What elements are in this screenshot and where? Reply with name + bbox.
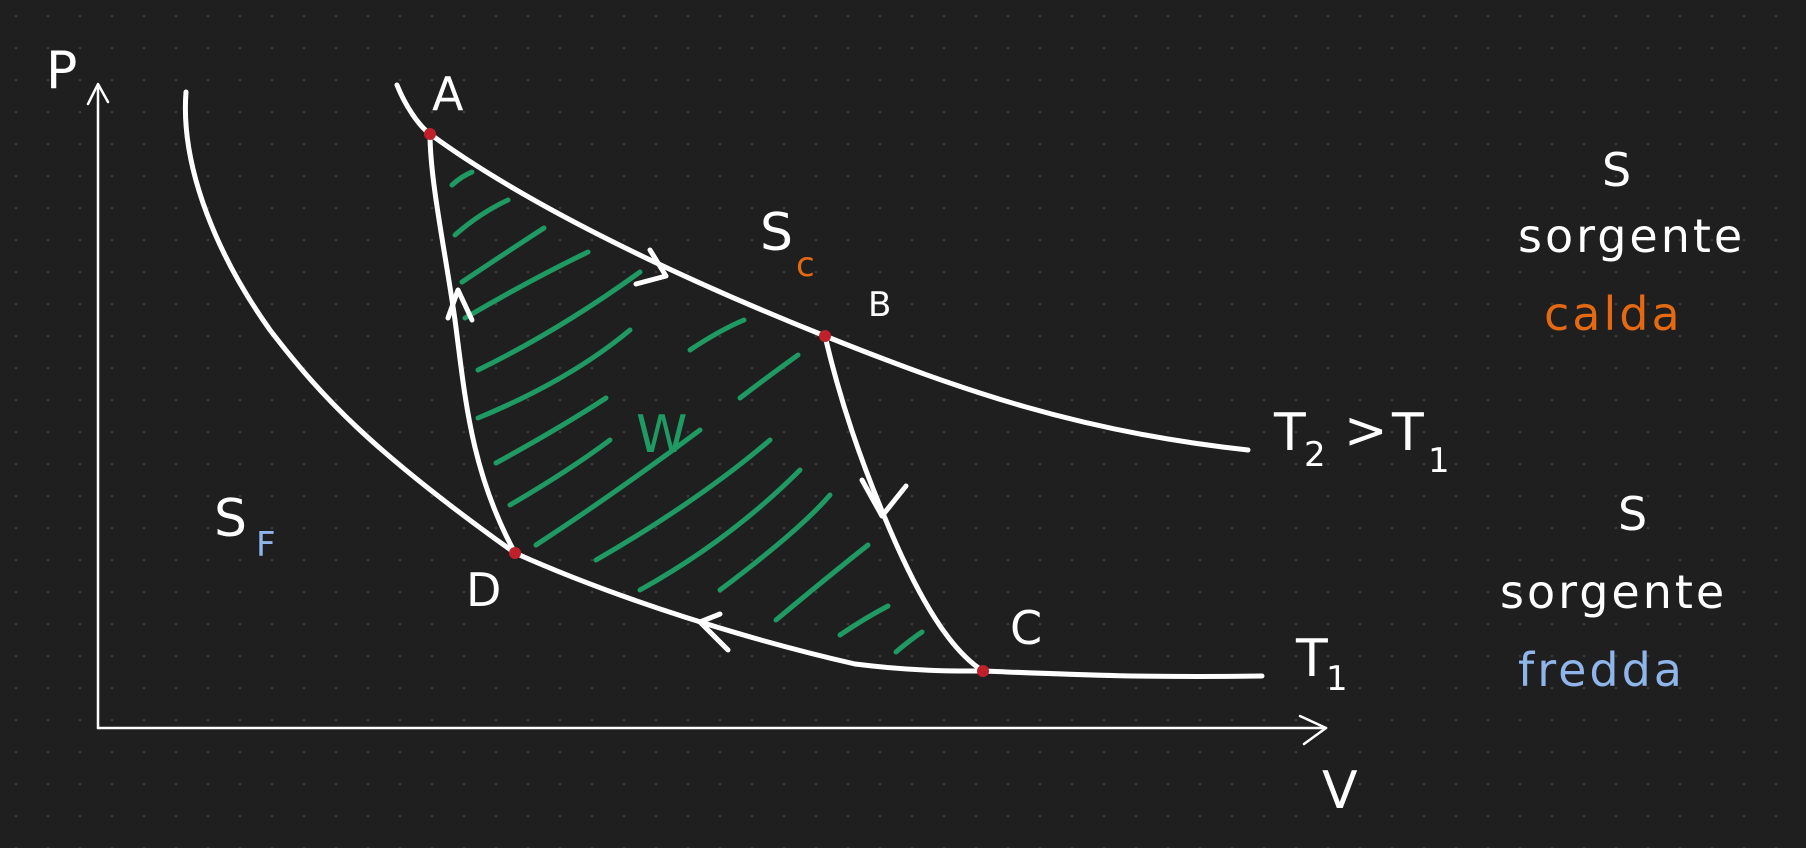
arrow-b-to-c xyxy=(859,477,909,519)
cold-isotherm-label: T 1 xyxy=(1295,629,1348,699)
axes xyxy=(86,82,1328,746)
hatch-stroke xyxy=(637,467,803,593)
legend-cold-source: S sorgente fredda xyxy=(1500,487,1727,697)
adiabat-da xyxy=(427,131,518,556)
work-area-hatch xyxy=(449,169,925,655)
hatch-stroke xyxy=(717,492,833,593)
state-points xyxy=(424,128,989,677)
hot-isotherm-T1: T xyxy=(1391,403,1424,463)
hatch-stroke xyxy=(737,352,801,401)
point-b-label: B xyxy=(868,285,891,325)
arrow-c-to-d xyxy=(697,611,731,653)
cold-isotherm-T-sub: 1 xyxy=(1326,659,1348,699)
cold-source-region-sub: F xyxy=(256,525,276,565)
hatch-stroke xyxy=(475,327,633,421)
hot-isotherm-T1-sub: 1 xyxy=(1428,441,1450,481)
hot-source-region-S: S xyxy=(760,203,793,263)
point-d-dot xyxy=(509,547,521,559)
y-axis-label: P xyxy=(46,41,77,101)
legend-hot-source: S sorgente calda xyxy=(1518,143,1745,341)
hot-isotherm-label: T 2 > T 1 xyxy=(1273,401,1450,481)
hatch-stroke xyxy=(449,169,475,188)
hot-isotherm-T2: T xyxy=(1273,403,1306,463)
x-axis-arrowhead xyxy=(1298,714,1328,746)
hatch-stroke xyxy=(507,437,613,508)
point-c-dot xyxy=(977,665,989,677)
hatch-stroke xyxy=(773,542,871,623)
hatch-stroke xyxy=(593,437,773,563)
hatch-stroke xyxy=(837,603,891,638)
cold-isotherm-T: T xyxy=(1295,629,1328,689)
direction-arrows xyxy=(445,247,909,653)
point-a-label: A xyxy=(432,67,464,121)
cold-source-region-S: S xyxy=(214,489,247,549)
arrow-a-to-b xyxy=(633,247,669,287)
legend-hot-word-sorgente: sorgente xyxy=(1518,209,1745,263)
hot-isotherm-T2-sub: 2 xyxy=(1304,435,1326,475)
hatch-stroke xyxy=(493,395,609,466)
hot-source-region-sub: c xyxy=(796,245,815,285)
point-c-label: C xyxy=(1010,601,1042,655)
point-a-dot xyxy=(424,128,436,140)
hatch-stroke xyxy=(459,225,547,285)
adiabat-bc xyxy=(822,333,986,674)
work-label: W xyxy=(636,405,687,465)
hatch-stroke xyxy=(687,317,747,353)
legend-hot-symbol: S xyxy=(1602,143,1631,197)
hatch-stroke xyxy=(475,269,643,373)
left-adiabat-curve xyxy=(182,89,518,556)
legend-cold-word-sorgente: sorgente xyxy=(1500,565,1727,619)
hatch-stroke xyxy=(452,197,511,238)
arrow-d-to-a xyxy=(445,287,475,323)
hatch-stroke xyxy=(462,249,591,321)
hatch-stroke xyxy=(533,427,703,548)
legend-hot-word-calda: calda xyxy=(1544,287,1683,341)
curves xyxy=(182,82,1265,680)
x-axis-label: V xyxy=(1322,761,1358,821)
point-b-dot xyxy=(819,330,831,342)
y-axis-arrowhead xyxy=(86,82,110,106)
hot-isotherm-gt: > xyxy=(1344,401,1388,461)
legend-cold-symbol: S xyxy=(1618,487,1647,541)
legend-cold-word-fredda: fredda xyxy=(1518,643,1685,697)
cold-isotherm-curve xyxy=(512,550,1265,680)
hatch-stroke xyxy=(893,629,925,655)
point-d-label: D xyxy=(466,563,501,617)
